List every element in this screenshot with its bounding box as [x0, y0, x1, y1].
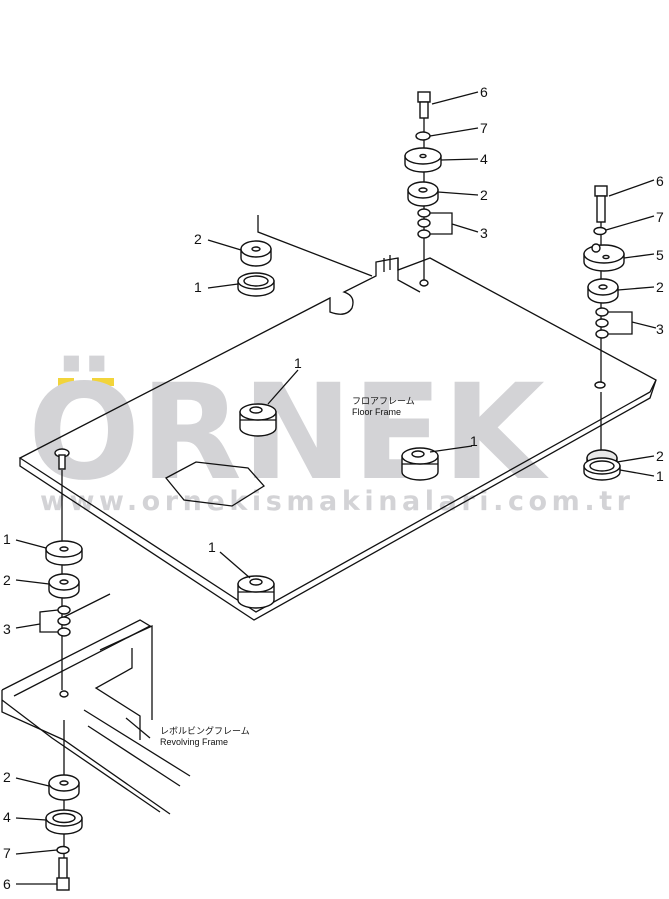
- bolt-head: [594, 185, 608, 197]
- callout-right-2-lower: 2: [656, 448, 664, 464]
- shim: [57, 616, 71, 626]
- callout-right-6: 6: [656, 173, 664, 189]
- callout-right-3: 3: [656, 321, 664, 337]
- bolt-shank: [419, 101, 429, 119]
- callout-right-5: 5: [656, 247, 664, 263]
- revolving-frame-label-jp: レボルビングフレーム: [160, 725, 250, 736]
- revolving-frame-label-en: Revolving Frame: [160, 737, 228, 747]
- watermark-brand: ÖRNEK: [28, 356, 549, 510]
- callout-top-7: 7: [480, 120, 488, 136]
- frame-hole-bolt: [54, 448, 70, 470]
- bolt-head: [417, 91, 431, 103]
- top-mount-stack: [404, 91, 442, 287]
- left-lower-stack: [45, 540, 83, 698]
- callout-left-2: 2: [194, 231, 202, 247]
- callout-top-4: 4: [480, 151, 488, 167]
- bottom-mount-stack: [45, 774, 83, 891]
- callout-right-2: 2: [656, 279, 664, 295]
- callout-bottom-4: 4: [3, 809, 11, 825]
- bolt-shank: [58, 857, 68, 881]
- callout-lower-3: 3: [3, 621, 11, 637]
- callout-top-6: 6: [480, 84, 488, 100]
- floor-mount: [401, 447, 439, 481]
- callout-floor-mount-3: 1: [208, 539, 216, 555]
- floor-frame-label-en: Floor Frame: [352, 407, 401, 417]
- bolt-head: [56, 877, 70, 891]
- shim: [57, 627, 71, 637]
- callout-lower-2: 2: [3, 572, 11, 588]
- floor-mount: [239, 403, 277, 437]
- callout-right-7: 7: [656, 209, 664, 225]
- callout-numbers: 6 7 4 2 3 6 7 5 2 3 2 1 2 1 1 1 1 1 2 3 …: [3, 84, 664, 892]
- floor-frame-cutout: [164, 461, 265, 507]
- callout-bottom-2: 2: [3, 769, 11, 785]
- shim: [417, 218, 431, 228]
- right-mount-stack: [583, 185, 625, 481]
- watermark-url: www.ornekismakinalari.com.tr: [40, 486, 631, 517]
- callout-left-1: 1: [194, 279, 202, 295]
- callout-bottom-6: 6: [3, 876, 11, 892]
- floor-mount: [237, 575, 275, 609]
- shim: [595, 307, 609, 317]
- leader-lines: [15, 91, 657, 885]
- floor-frame-label-jp: フロアフレーム: [352, 396, 415, 406]
- shim: [417, 229, 431, 239]
- shim: [595, 329, 609, 339]
- watermark-accent-dot: [92, 378, 114, 386]
- callout-top-2: 2: [480, 187, 488, 203]
- floor-frame-plate: [18, 215, 657, 621]
- callout-bottom-7: 7: [3, 845, 11, 861]
- bolt-shank: [596, 195, 606, 223]
- frame-labels: フロアフレーム Floor Frame レボルビングフレーム Revolving…: [160, 396, 415, 747]
- washer: [415, 131, 431, 141]
- callout-top-3: 3: [480, 225, 488, 241]
- washer: [56, 845, 70, 855]
- callout-right-1: 1: [656, 468, 664, 484]
- watermark: ÖRNEK www.ornekismakinalari.com.tr: [28, 356, 631, 517]
- floor-frame-mounts: [54, 403, 439, 609]
- callout-lower-1: 1: [3, 531, 11, 547]
- washer: [593, 226, 607, 236]
- callout-floor-mount-1: 1: [294, 355, 302, 371]
- shim: [57, 605, 71, 615]
- revolving-frame: [1, 593, 191, 815]
- callout-floor-mount-2: 1: [470, 433, 478, 449]
- shim: [595, 318, 609, 328]
- watermark-accent-dot: [58, 378, 74, 386]
- left-loose-parts: [237, 240, 275, 297]
- shim: [417, 208, 431, 218]
